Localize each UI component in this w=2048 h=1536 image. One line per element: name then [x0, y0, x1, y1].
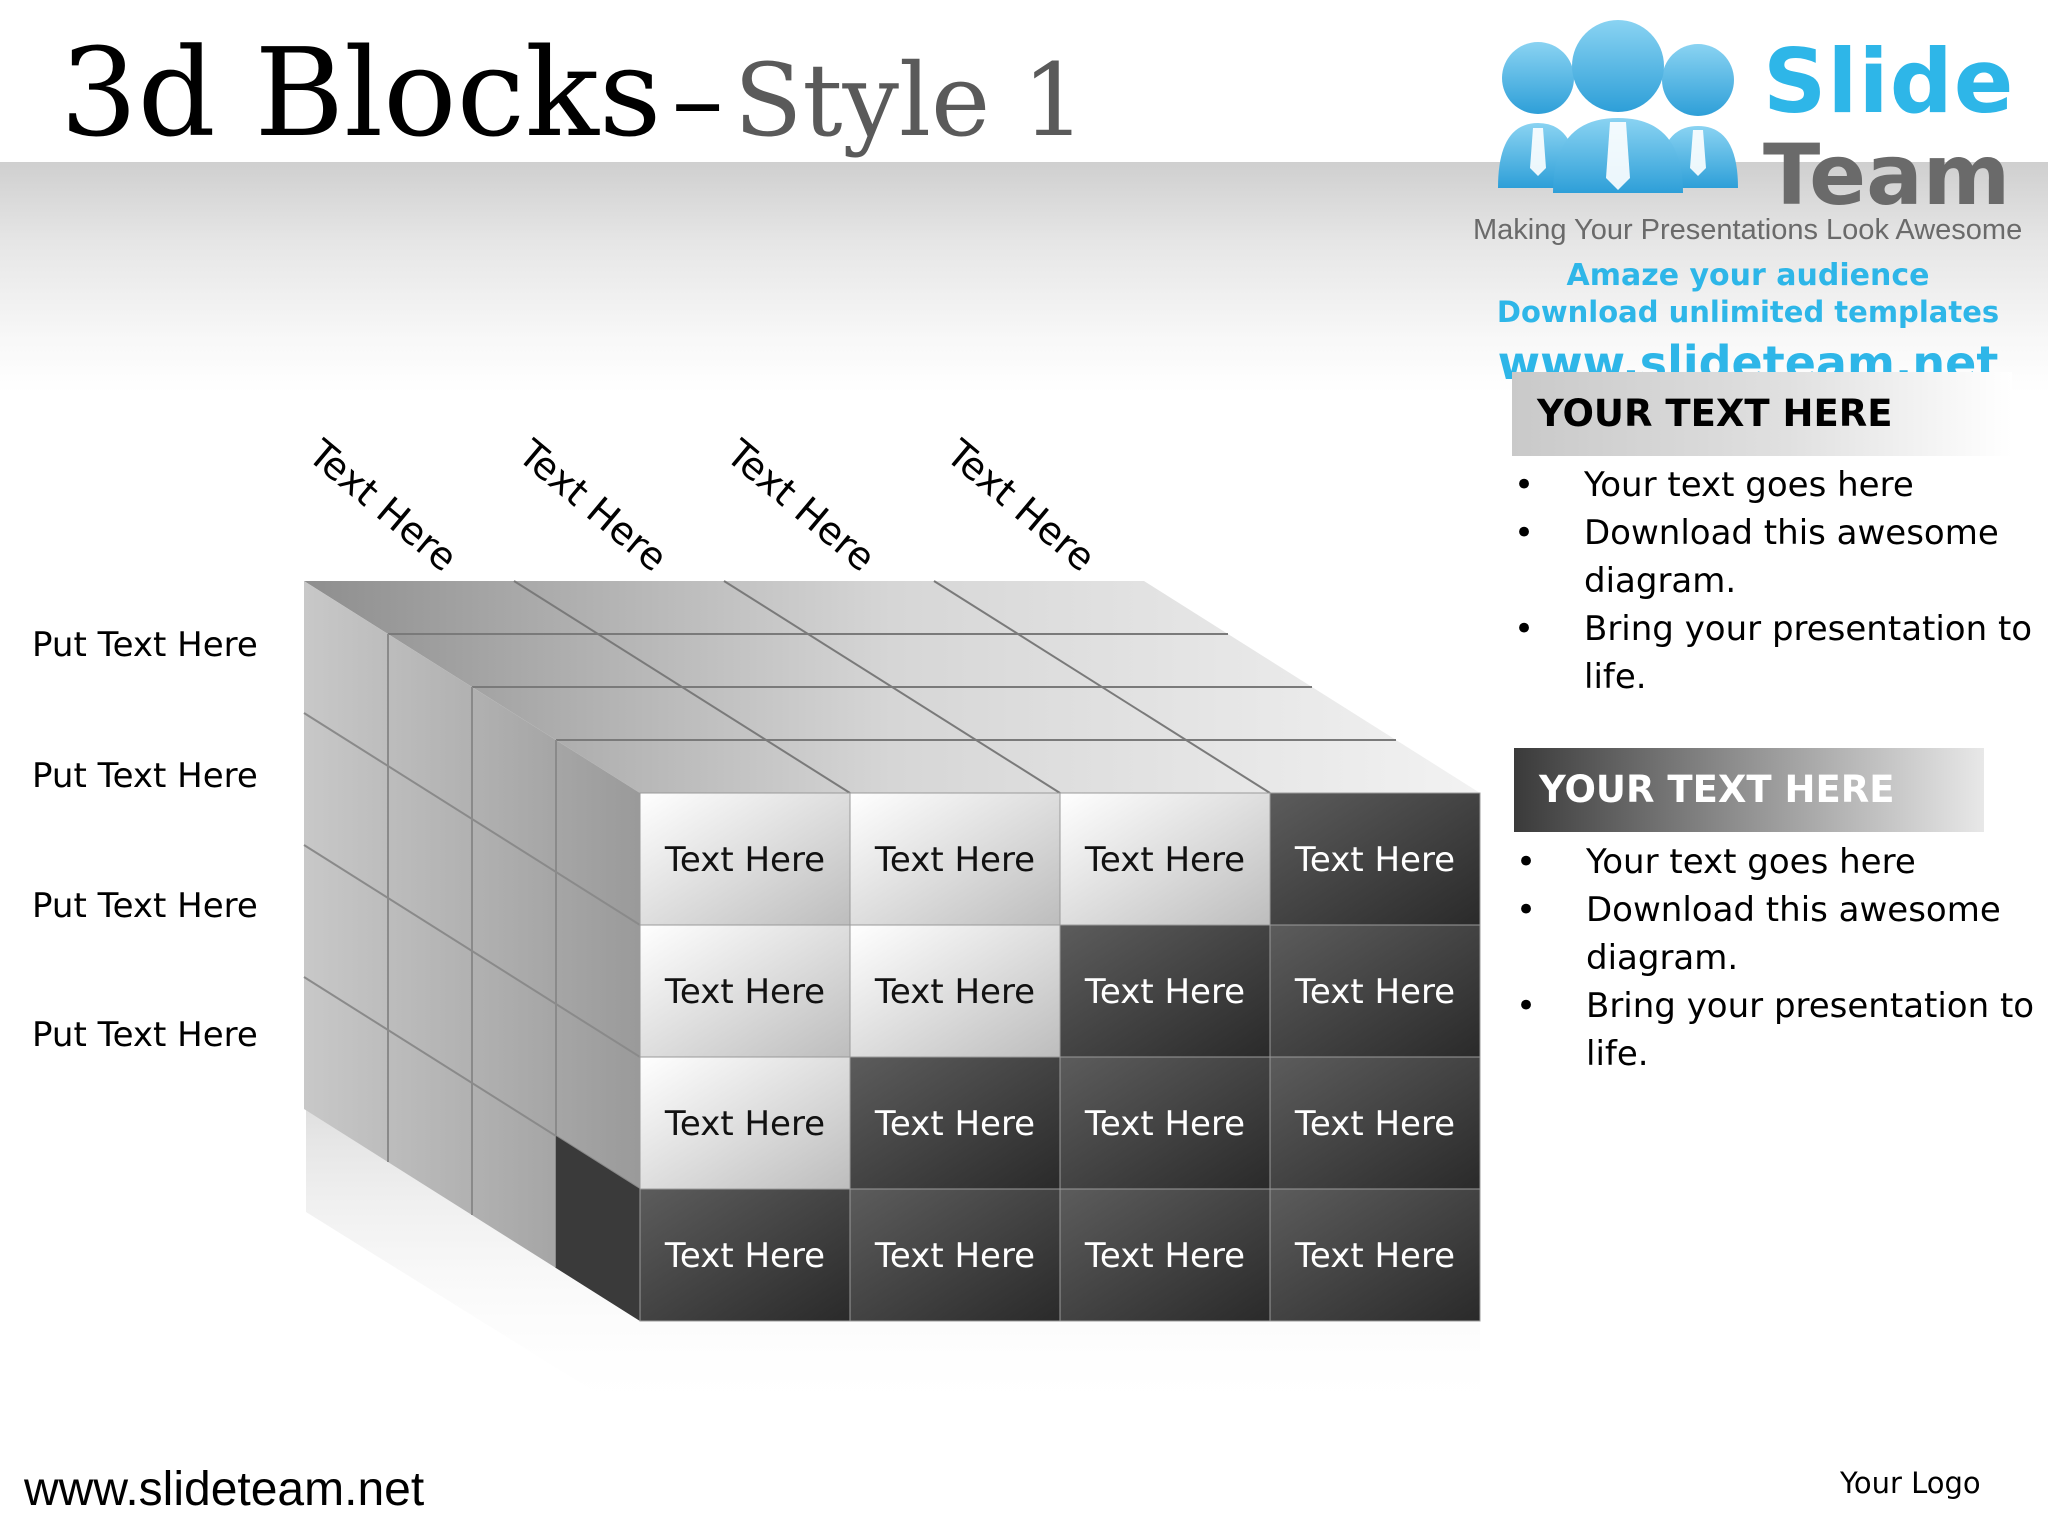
slideteam-logo[interactable]: Slide Team Making Your Presentations Loo… — [1468, 18, 2028, 390]
side-dark-block — [556, 1136, 640, 1321]
grid-cell-label: Text Here — [1294, 840, 1455, 880]
panel-1-header: YOUR TEXT HERE — [1512, 372, 2012, 456]
grid-cell — [849, 924, 1061, 1058]
background-band — [0, 162, 2048, 392]
grid-cell — [639, 792, 851, 926]
title-main: 3d Blocks — [60, 22, 662, 164]
panel-1-bullet-1: Your text goes here — [1514, 461, 2034, 509]
grid-cell — [1269, 924, 1481, 1058]
your-logo-placeholder: Your Logo — [1840, 1466, 1981, 1500]
title-dash: – — [671, 38, 724, 160]
panel-1-bullet-3: Bring your presentation to life. — [1514, 605, 2034, 701]
grid-cell-label: Text Here — [664, 840, 825, 880]
people-icon — [1498, 20, 1738, 193]
grid-cell-label: Text Here — [1294, 1236, 1455, 1276]
top-grid-line — [933, 580, 1271, 794]
grid-cell — [849, 1188, 1061, 1322]
grid-cell — [1059, 924, 1271, 1058]
grid-cell — [1269, 1056, 1481, 1190]
column-label-2: Text Here — [509, 431, 675, 580]
panel-2-bullet-3: Bring your presentation to life. — [1516, 982, 2036, 1078]
grid-cell-label: Text Here — [874, 840, 1035, 880]
grid-cell — [1269, 792, 1481, 926]
grid-cell-label: Text Here — [664, 1236, 825, 1276]
top-grid-line — [513, 580, 851, 794]
grid-cell-label: Text Here — [1084, 1104, 1245, 1144]
grid-cell-label: Text Here — [874, 1104, 1035, 1144]
grid-cell-label: Text Here — [1084, 972, 1245, 1012]
row-label-1: Put Text Here — [32, 625, 258, 665]
row-label-4: Put Text Here — [32, 1015, 258, 1055]
grid-cell-label: Text Here — [664, 1104, 825, 1144]
grid-cell-label: Text Here — [664, 972, 825, 1012]
title-subtitle: Style 1 — [733, 42, 1086, 159]
panel-2-header: YOUR TEXT HERE — [1514, 748, 1984, 832]
top-grid-line — [723, 580, 1061, 794]
grid-cell — [1269, 1188, 1481, 1322]
logo-line-2: Download unlimited templates — [1496, 295, 2000, 329]
cube-reflection — [306, 1110, 1480, 1420]
grid-cell-label: Text Here — [1294, 1104, 1455, 1144]
slide-title: 3d Blocks – Style 1 — [60, 22, 1086, 164]
logo-brand-top: Slide — [1763, 30, 2015, 133]
column-label-4: Text Here — [937, 431, 1103, 580]
grid-cell — [639, 1188, 851, 1322]
column-label-1: Text Here — [299, 431, 465, 580]
row-label-3: Put Text Here — [32, 886, 258, 926]
grid-cell-label: Text Here — [874, 972, 1035, 1012]
side-grid-line — [303, 976, 641, 1190]
panel-1-bullet-2: Download this awesome diagram. — [1514, 509, 2034, 605]
logo-line-1: Amaze your audience — [1566, 258, 1930, 293]
column-label-3: Text Here — [717, 431, 883, 580]
grid-cell-label: Text Here — [874, 1236, 1035, 1276]
panel-1-bullets: Your text goes here Download this awesom… — [1514, 461, 2034, 701]
logo-tagline: Making Your Presentations Look Awesome — [1473, 214, 2023, 246]
grid-cell — [1059, 1056, 1271, 1190]
panel-2-bullets: Your text goes here Download this awesom… — [1516, 838, 2036, 1078]
grid-cell — [639, 924, 851, 1058]
grid-cell — [1059, 1188, 1271, 1322]
grid-cell — [639, 1056, 851, 1190]
panel-2-bullet-2: Download this awesome diagram. — [1516, 886, 2036, 982]
grid-cell-label: Text Here — [1084, 840, 1245, 880]
side-grid-line — [303, 712, 641, 926]
panel-2-bullet-1: Your text goes here — [1516, 838, 2036, 886]
side-grid-line — [303, 844, 641, 1058]
cube-faces — [303, 580, 1480, 1420]
footer-url[interactable]: www.slideteam.net — [24, 1463, 425, 1516]
logo-brand-bottom: Team — [1763, 126, 2011, 224]
grid-cell — [849, 1056, 1061, 1190]
row-label-2: Put Text Here — [32, 756, 258, 796]
grid-cell-label: Text Here — [1294, 972, 1455, 1012]
grid-cell-label: Text Here — [1084, 1236, 1245, 1276]
grid-cell — [849, 792, 1061, 926]
